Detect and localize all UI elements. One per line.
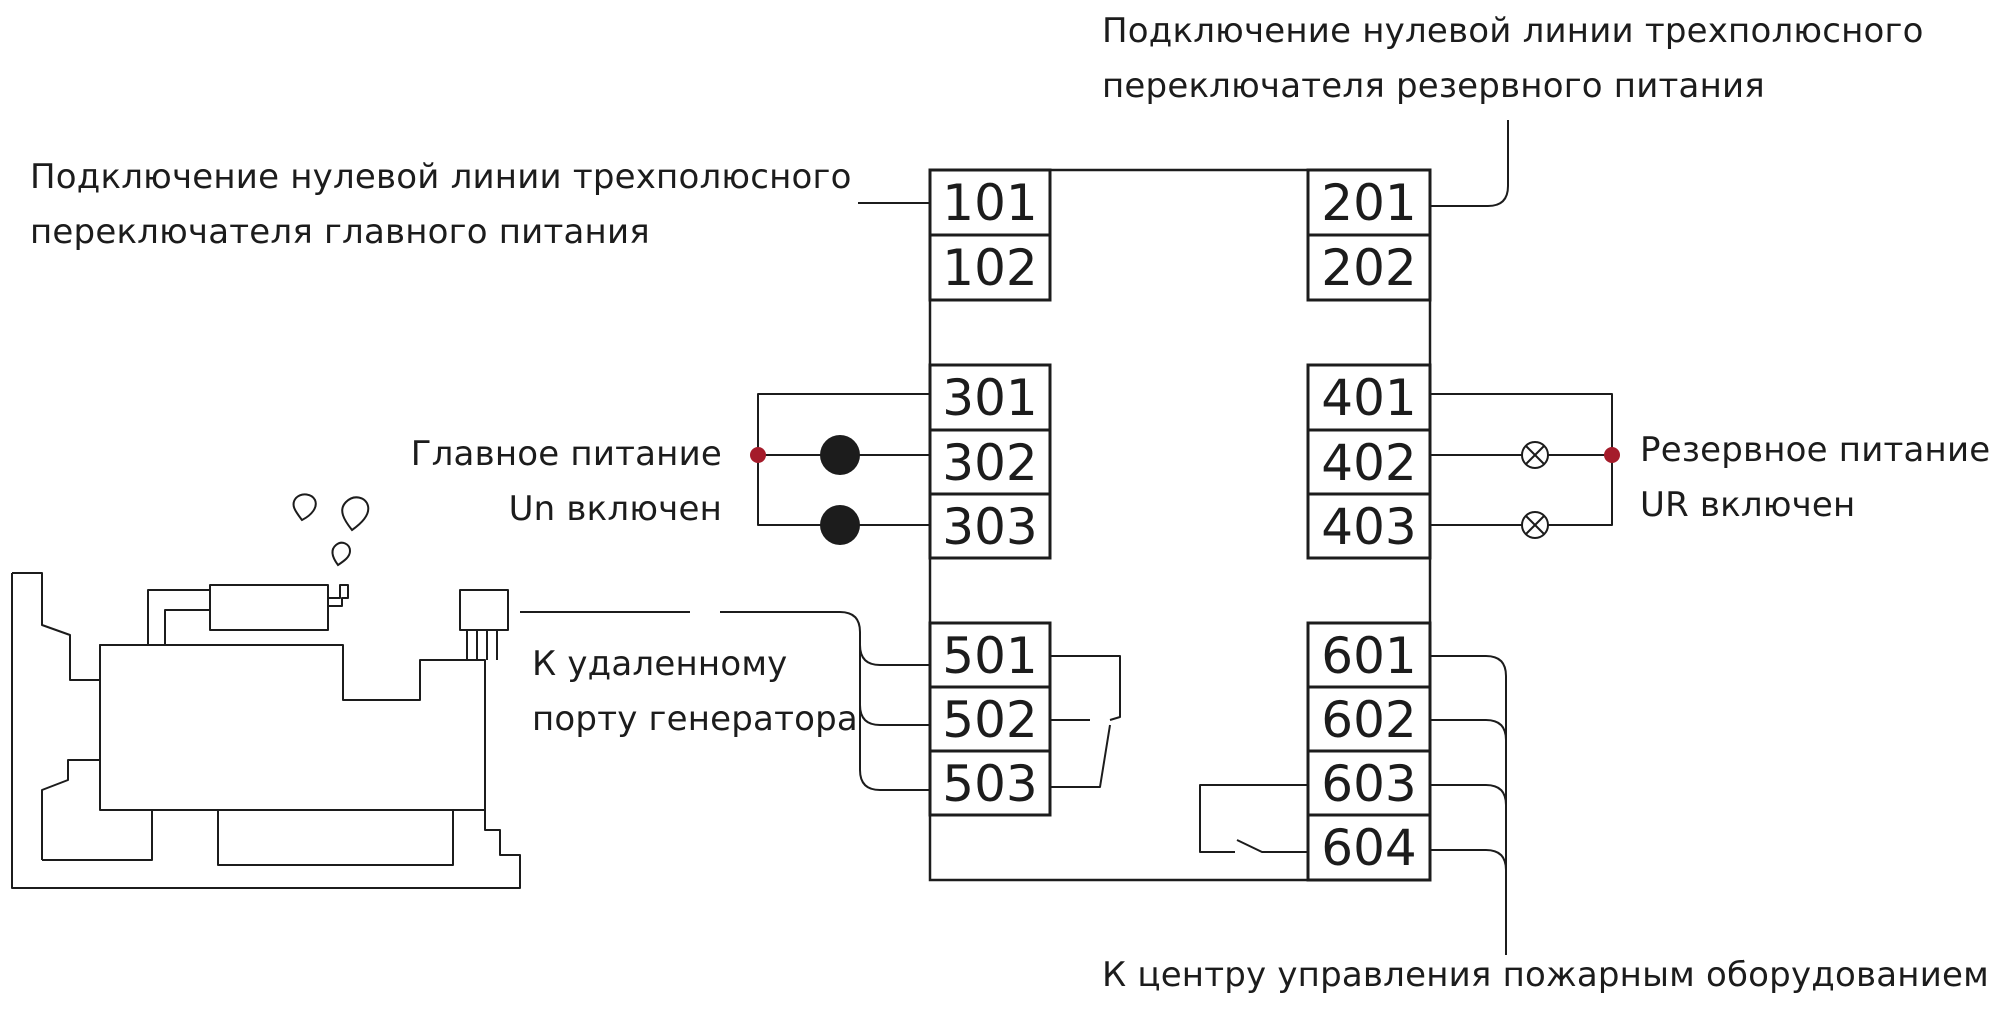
lamp-302-icon: [820, 435, 860, 475]
wire-604: [1430, 849, 1507, 871]
terminal-601: 601: [1321, 627, 1416, 685]
generator-icon: [11, 572, 521, 889]
label-reserve-power: Резервное питание UR включен: [1640, 430, 1991, 525]
terminal-604: 604: [1321, 819, 1416, 877]
wire-503: [859, 705, 930, 791]
junction-dot-reserve: [1604, 447, 1620, 463]
generator-pipe-1: [147, 589, 210, 645]
generator-control-legs: [466, 630, 498, 660]
label-main-power: Главное питание Un включен: [410, 434, 722, 529]
junction-dot-main: [750, 447, 766, 463]
wire-602: [1430, 719, 1507, 741]
generator-frame-outer: [11, 573, 521, 889]
generator-pipe-2: [164, 609, 210, 645]
terminal-blocks: [928, 168, 1432, 882]
contact-603: [1199, 784, 1308, 853]
wire-401-403-loop: [1430, 393, 1613, 526]
terminal-block-301-303: [928, 363, 1052, 560]
terminal-302: 302: [942, 434, 1037, 492]
terminal-501: 501: [942, 627, 1037, 685]
generator-body: [99, 644, 486, 811]
label-reserve-neutral: Подключение нулевой линии трехполюсного …: [1102, 11, 1924, 106]
lamp-cross-402-icon: [1521, 441, 1549, 469]
terminal-602: 602: [1321, 691, 1416, 749]
wire-603: [1430, 784, 1507, 806]
contact-604: [1236, 839, 1308, 853]
label-fire-center: К центру управления пожарным оборудовани…: [1102, 955, 1989, 995]
wire-601: [1430, 655, 1507, 955]
generator-panel: [217, 809, 454, 866]
terminal-502: 502: [942, 691, 1037, 749]
label-main-neutral: Подключение нулевой линии трехполюсного …: [30, 157, 852, 252]
smoke-drop-2: [341, 496, 370, 532]
wire-501: [720, 611, 930, 666]
wire-201: [1430, 120, 1509, 207]
terminal-block-401-403: [1306, 363, 1432, 560]
wire-502: [859, 645, 930, 726]
label-remote-port: К удаленному порту генератора: [532, 644, 858, 739]
terminal-202: 202: [1321, 239, 1416, 297]
smoke-drop-3: [331, 541, 352, 567]
terminal-402: 402: [1321, 434, 1416, 492]
smoke-drop-1: [292, 493, 317, 522]
terminal-101: 101: [942, 174, 1037, 232]
contact-501-502: [1050, 655, 1121, 721]
generator-control-box: [459, 589, 509, 631]
main-indicators: [820, 435, 860, 545]
generator-frame-lower-left: [41, 759, 101, 860]
generator-muffler: [209, 584, 329, 631]
contact-503: [1050, 724, 1111, 788]
reserve-indicators: [1521, 441, 1549, 539]
terminal-503: 503: [942, 755, 1037, 813]
terminal-block-501-503: [928, 621, 1052, 817]
terminal-403: 403: [1321, 498, 1416, 556]
generator-muffler-outlet: [328, 584, 349, 607]
terminal-201: 201: [1321, 174, 1416, 232]
terminal-603: 603: [1321, 755, 1416, 813]
junction-dots: [750, 447, 1620, 463]
lamp-303-icon: [820, 505, 860, 545]
terminal-102: 102: [942, 239, 1037, 297]
terminal-303: 303: [942, 498, 1037, 556]
lamp-cross-403-icon: [1521, 511, 1549, 539]
generator-frame-lower: [42, 810, 153, 861]
terminal-301: 301: [942, 369, 1037, 427]
terminal-401: 401: [1321, 369, 1416, 427]
smoke-drop-icon: [292, 493, 370, 567]
